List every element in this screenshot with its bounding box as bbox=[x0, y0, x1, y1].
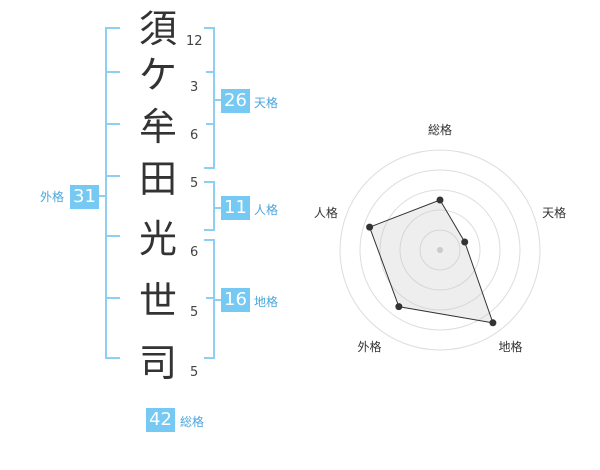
chikaku-score: 16 bbox=[221, 288, 250, 312]
name-char-7: 司 bbox=[138, 341, 177, 385]
radar-axis-label-2: 天格 bbox=[542, 205, 566, 220]
name-char-5: 光 bbox=[138, 217, 177, 261]
stroke-count-4: 5 bbox=[190, 176, 199, 191]
radar-axis-label-3: 地格 bbox=[499, 339, 523, 354]
radar-axis-label-1: 総格 bbox=[428, 122, 452, 137]
radar-point-2 bbox=[461, 238, 469, 246]
radar-point-4 bbox=[395, 303, 403, 311]
gaikaku-label: 外格 bbox=[40, 190, 65, 204]
tenkaku-label: 天格 bbox=[254, 96, 279, 110]
name-char-2: ケ bbox=[138, 53, 177, 97]
name-char-4: 田 bbox=[138, 157, 177, 201]
chikaku-label: 地格 bbox=[254, 295, 279, 309]
stroke-count-6: 5 bbox=[190, 305, 199, 320]
stroke-count-7: 5 bbox=[190, 365, 199, 380]
radar-point-3 bbox=[489, 319, 497, 327]
radar-ring-2 bbox=[399, 209, 481, 291]
radar-axis-label-4: 外格 bbox=[357, 339, 381, 354]
radar-point-1 bbox=[436, 196, 444, 204]
stroke-count-3: 6 bbox=[190, 128, 199, 143]
radar-center-dot bbox=[437, 247, 443, 253]
soukaku-label: 総格 bbox=[180, 415, 205, 429]
tenkaku-score: 26 bbox=[221, 89, 250, 113]
radar-ring-5 bbox=[339, 149, 541, 351]
name-char-1: 須 bbox=[138, 7, 177, 51]
stroke-count-2: 3 bbox=[190, 80, 199, 95]
radar-polygon bbox=[368, 199, 494, 324]
radar-ring-1 bbox=[419, 229, 461, 271]
stroke-count-5: 6 bbox=[190, 245, 199, 260]
name-char-3: 牟 bbox=[138, 105, 177, 149]
jinkaku-label: 人格 bbox=[254, 203, 279, 217]
radar-point-5 bbox=[366, 223, 374, 231]
name-char-6: 世 bbox=[138, 279, 177, 323]
gaikaku-score: 31 bbox=[70, 185, 99, 209]
stroke-count-1: 12 bbox=[186, 34, 203, 49]
soukaku-score: 42 bbox=[146, 408, 175, 432]
radar-ring-3 bbox=[379, 189, 501, 311]
jinkaku-score: 11 bbox=[221, 196, 250, 220]
radar-ring-4 bbox=[359, 169, 521, 331]
radar-axis-label-5: 人格 bbox=[314, 205, 338, 220]
